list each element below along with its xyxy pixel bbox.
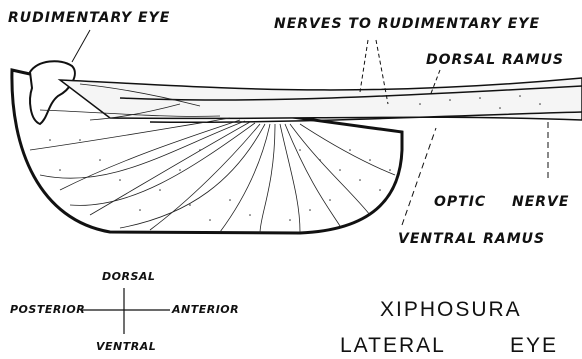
label-dorsal-ramus: DORSAL RAMUS <box>426 52 564 68</box>
label-nerve: NERVE <box>512 194 569 210</box>
title-eye: EYE <box>510 334 558 358</box>
leader-ventral-ramus <box>402 128 436 225</box>
orientation-ventral: VENTRAL <box>96 340 156 353</box>
label-optic: OPTIC <box>434 194 486 210</box>
label-ventral-ramus: VENTRAL RAMUS <box>398 231 545 247</box>
title-xiphosura: XIPHOSURA <box>380 298 522 322</box>
orientation-anterior: ANTERIOR <box>172 303 239 316</box>
leader-nerves-a <box>360 40 368 92</box>
orientation-dorsal: DORSAL <box>102 270 155 283</box>
label-nerves-to-rudimentary-eye: NERVES TO RUDIMENTARY EYE <box>274 16 540 32</box>
orientation-cross <box>80 288 170 334</box>
orientation-posterior: POSTERIOR <box>10 303 85 316</box>
label-rudimentary-eye: RUDIMENTARY EYE <box>8 10 170 26</box>
title-lateral: LATERAL <box>340 334 446 358</box>
leader-rudimentary-eye <box>72 30 90 62</box>
